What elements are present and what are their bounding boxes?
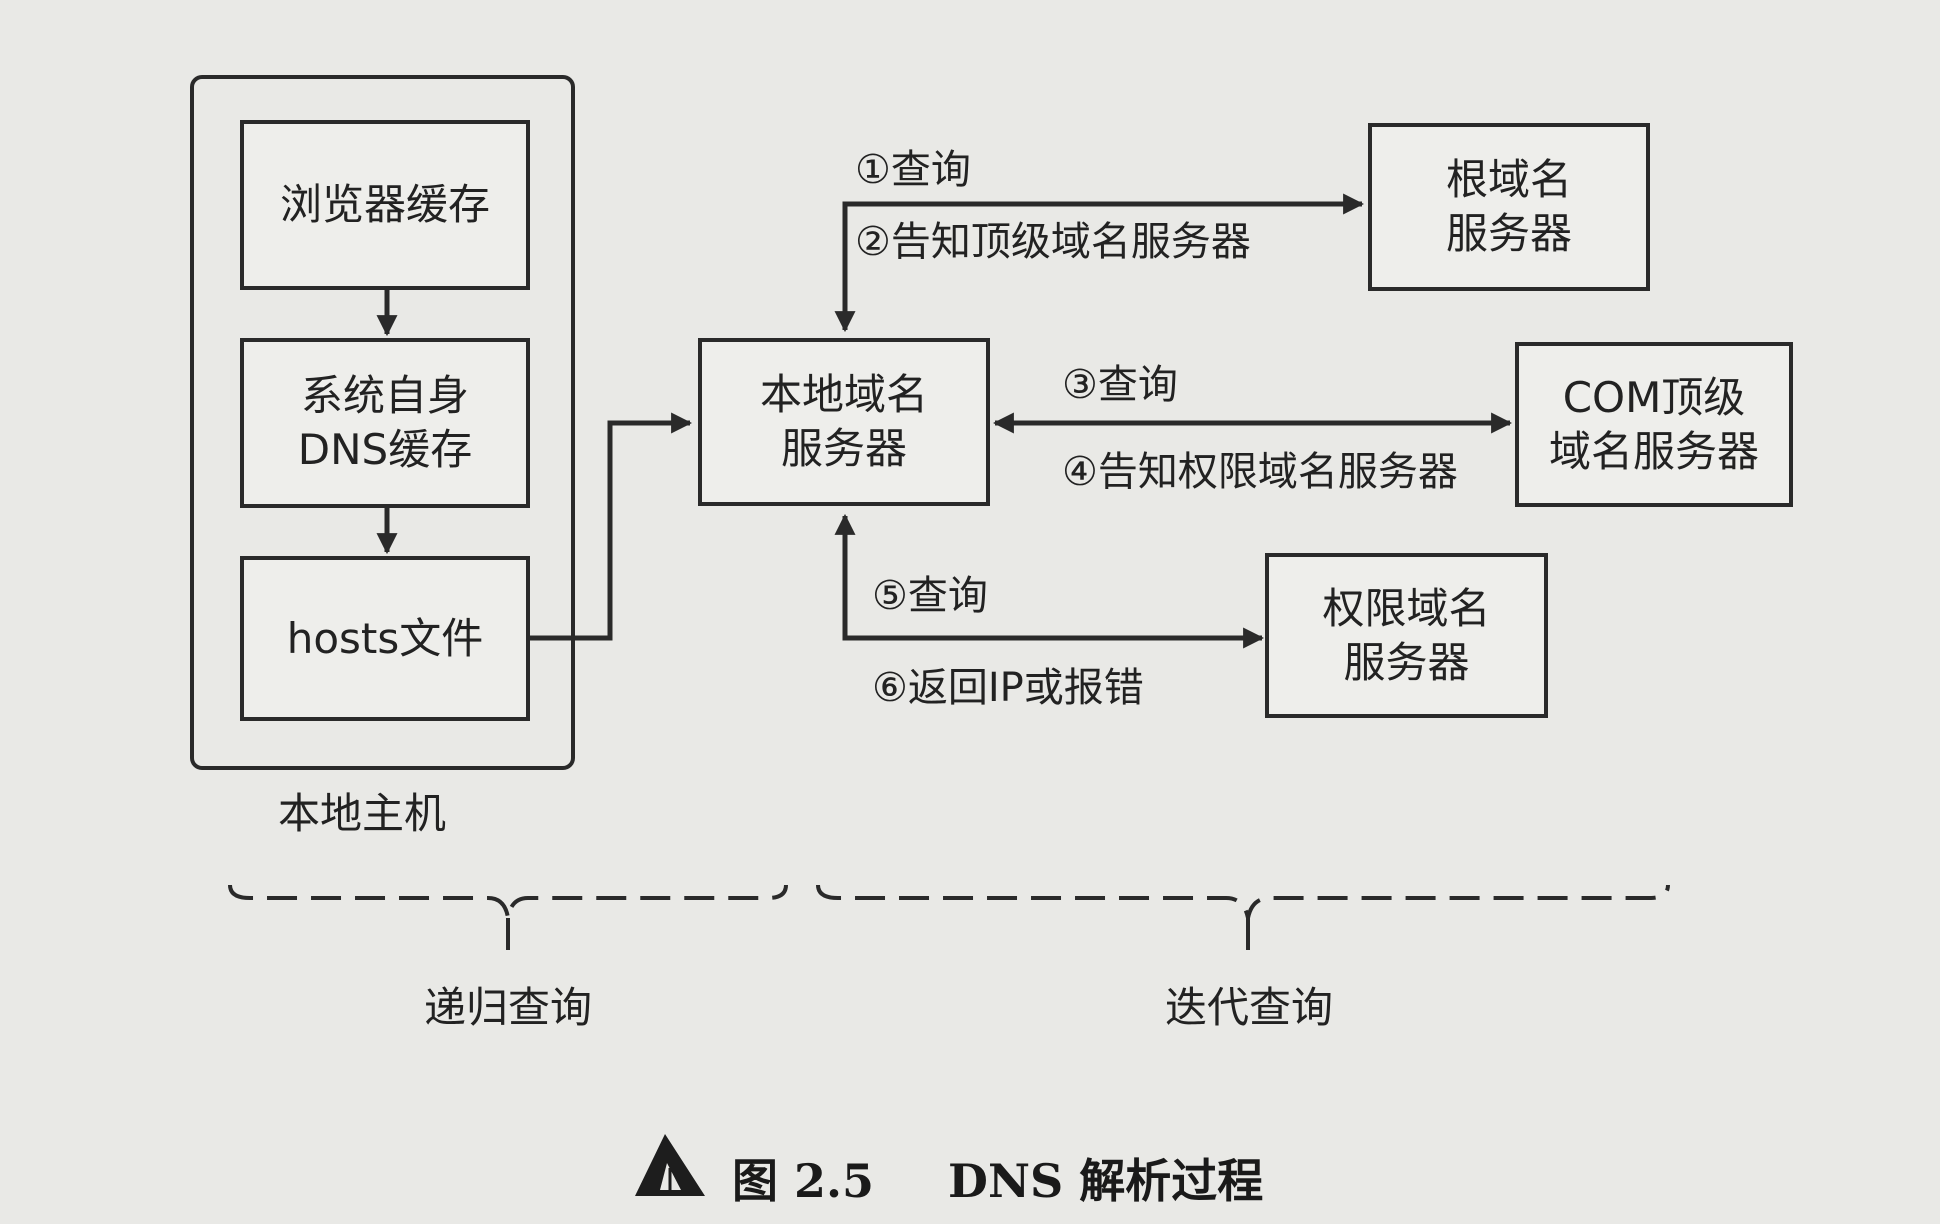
system-dns-cache-node: 系统自身 DNS缓存 [240, 338, 530, 508]
browser-cache-node: 浏览器缓存 [240, 120, 530, 290]
edge-label-step6: ⑥返回IP或报错 [872, 665, 1144, 711]
figure-caption: 图 2.5 DNS 解析过程 [630, 1138, 1263, 1218]
root-server-node: 根域名 服务器 [1368, 123, 1650, 291]
authoritative-server-node: 权限域名 服务器 [1265, 553, 1548, 718]
edge-label-step4: ④告知权限域名服务器 [1062, 449, 1458, 495]
local-dns-server-node: 本地域名 服务器 [698, 338, 990, 506]
com-server-label-line2: 域名服务器 [1548, 426, 1759, 476]
brace-iterative [816, 884, 1670, 919]
local-host-container [190, 75, 575, 770]
arrow-authoritative-exchange [834, 513, 1265, 649]
edge-label-step3: ③查询 [1062, 362, 1178, 408]
iterative-query-label: 迭代查询 [1165, 983, 1334, 1032]
com-tld-server-node: COM顶级 域名服务器 [1515, 342, 1793, 507]
root-server-label-line1: 根域名 [1445, 155, 1572, 204]
system-cache-label-line2: DNS缓存 [297, 425, 473, 474]
brace-recursive [228, 884, 788, 919]
hosts-file-node: hosts文件 [240, 556, 530, 721]
figure-title: DNS 解析过程 [948, 1154, 1264, 1208]
figure-number: 图 2.5 [732, 1154, 875, 1208]
system-cache-label-line1: 系统自身 [300, 371, 469, 420]
root-server-label-line2: 服务器 [1445, 209, 1572, 258]
local-dns-label-line1: 本地域名 [759, 370, 928, 419]
browser-cache-label: 浏览器缓存 [279, 180, 490, 229]
auth-server-label-line1: 权限域名 [1322, 583, 1491, 633]
auth-server-label-line2: 服务器 [1343, 637, 1470, 687]
arrow-hosts-to-local-dns [530, 412, 693, 641]
edge-label-step2: ②告知顶级域名服务器 [855, 219, 1251, 265]
edge-label-step5: ⑤查询 [872, 573, 988, 619]
arrow-root-exchange [834, 193, 1365, 333]
com-server-label-line1: COM顶级 [1562, 372, 1746, 422]
recursive-query-label: 递归查询 [424, 983, 593, 1032]
hosts-file-label: hosts文件 [286, 613, 484, 663]
edge-label-step1: ①查询 [855, 147, 971, 193]
local-host-label: 本地主机 [278, 789, 447, 838]
caption-logo-icon [635, 1134, 705, 1196]
local-dns-label-line2: 服务器 [780, 424, 907, 473]
